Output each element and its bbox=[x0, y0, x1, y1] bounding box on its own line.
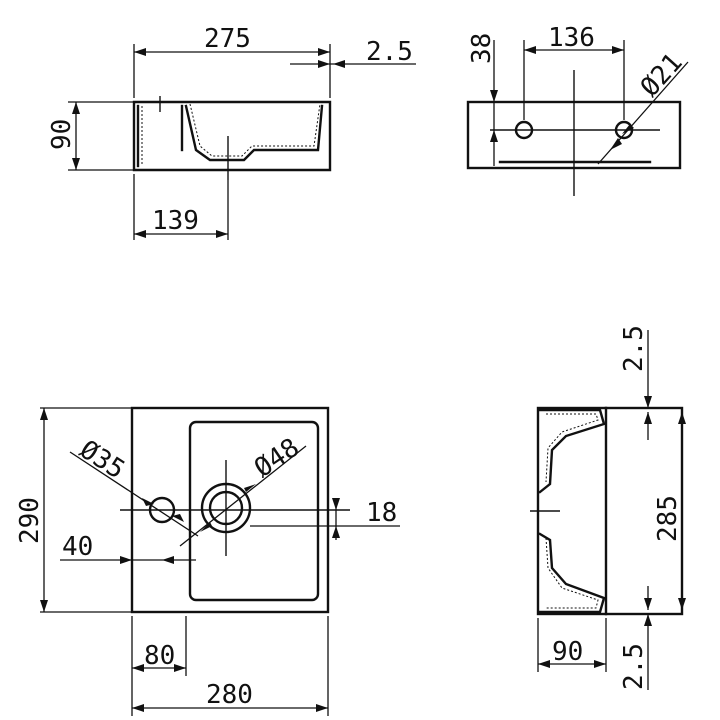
label-80: 80 bbox=[144, 641, 175, 671]
dim-90-side: 90 bbox=[537, 618, 607, 672]
dim-2.5-front: 2.5 bbox=[290, 37, 416, 68]
dim-2.5-side-bottom: 2.5 bbox=[619, 586, 652, 690]
dim-136: 136 bbox=[523, 23, 625, 120]
dim-80: 80 bbox=[131, 616, 187, 676]
label-2.5-side-bottom: 2.5 bbox=[619, 643, 649, 690]
label-90-side: 90 bbox=[552, 637, 583, 667]
label-90-front: 90 bbox=[47, 119, 77, 150]
label-40: 40 bbox=[62, 532, 93, 562]
label-2.5-side-top: 2.5 bbox=[619, 325, 649, 372]
dim-290: 290 bbox=[15, 407, 132, 613]
label-285: 285 bbox=[653, 495, 683, 542]
dim-diameter-48: Ø48 bbox=[179, 433, 307, 547]
rear-elevation-view bbox=[466, 70, 682, 196]
label-38: 38 bbox=[467, 33, 497, 64]
label-diameter-48: Ø48 bbox=[249, 433, 305, 484]
dim-40: 40 bbox=[60, 532, 196, 564]
dim-275: 275 bbox=[133, 24, 331, 98]
label-2.5-front: 2.5 bbox=[366, 37, 413, 67]
dim-280: 280 bbox=[131, 616, 329, 716]
dim-2.5-side-top: 2.5 bbox=[619, 325, 652, 440]
label-136: 136 bbox=[548, 23, 595, 53]
dim-18: 18 bbox=[250, 498, 400, 540]
dim-38: 38 bbox=[467, 33, 498, 166]
label-280: 280 bbox=[206, 680, 253, 710]
label-275: 275 bbox=[204, 24, 251, 54]
label-18: 18 bbox=[366, 498, 397, 528]
dim-diameter-35: Ø35 bbox=[69, 435, 199, 537]
dim-139: 139 bbox=[133, 174, 229, 240]
dim-diameter-21: Ø21 bbox=[597, 48, 689, 165]
label-diameter-21: Ø21 bbox=[635, 48, 689, 103]
label-diameter-35: Ø35 bbox=[74, 435, 130, 486]
front-section-view bbox=[132, 96, 332, 180]
dim-285: 285 bbox=[653, 412, 686, 610]
dim-90-front: 90 bbox=[47, 101, 134, 171]
plan-view bbox=[120, 406, 350, 614]
label-139: 139 bbox=[152, 206, 199, 236]
label-290: 290 bbox=[15, 497, 45, 544]
